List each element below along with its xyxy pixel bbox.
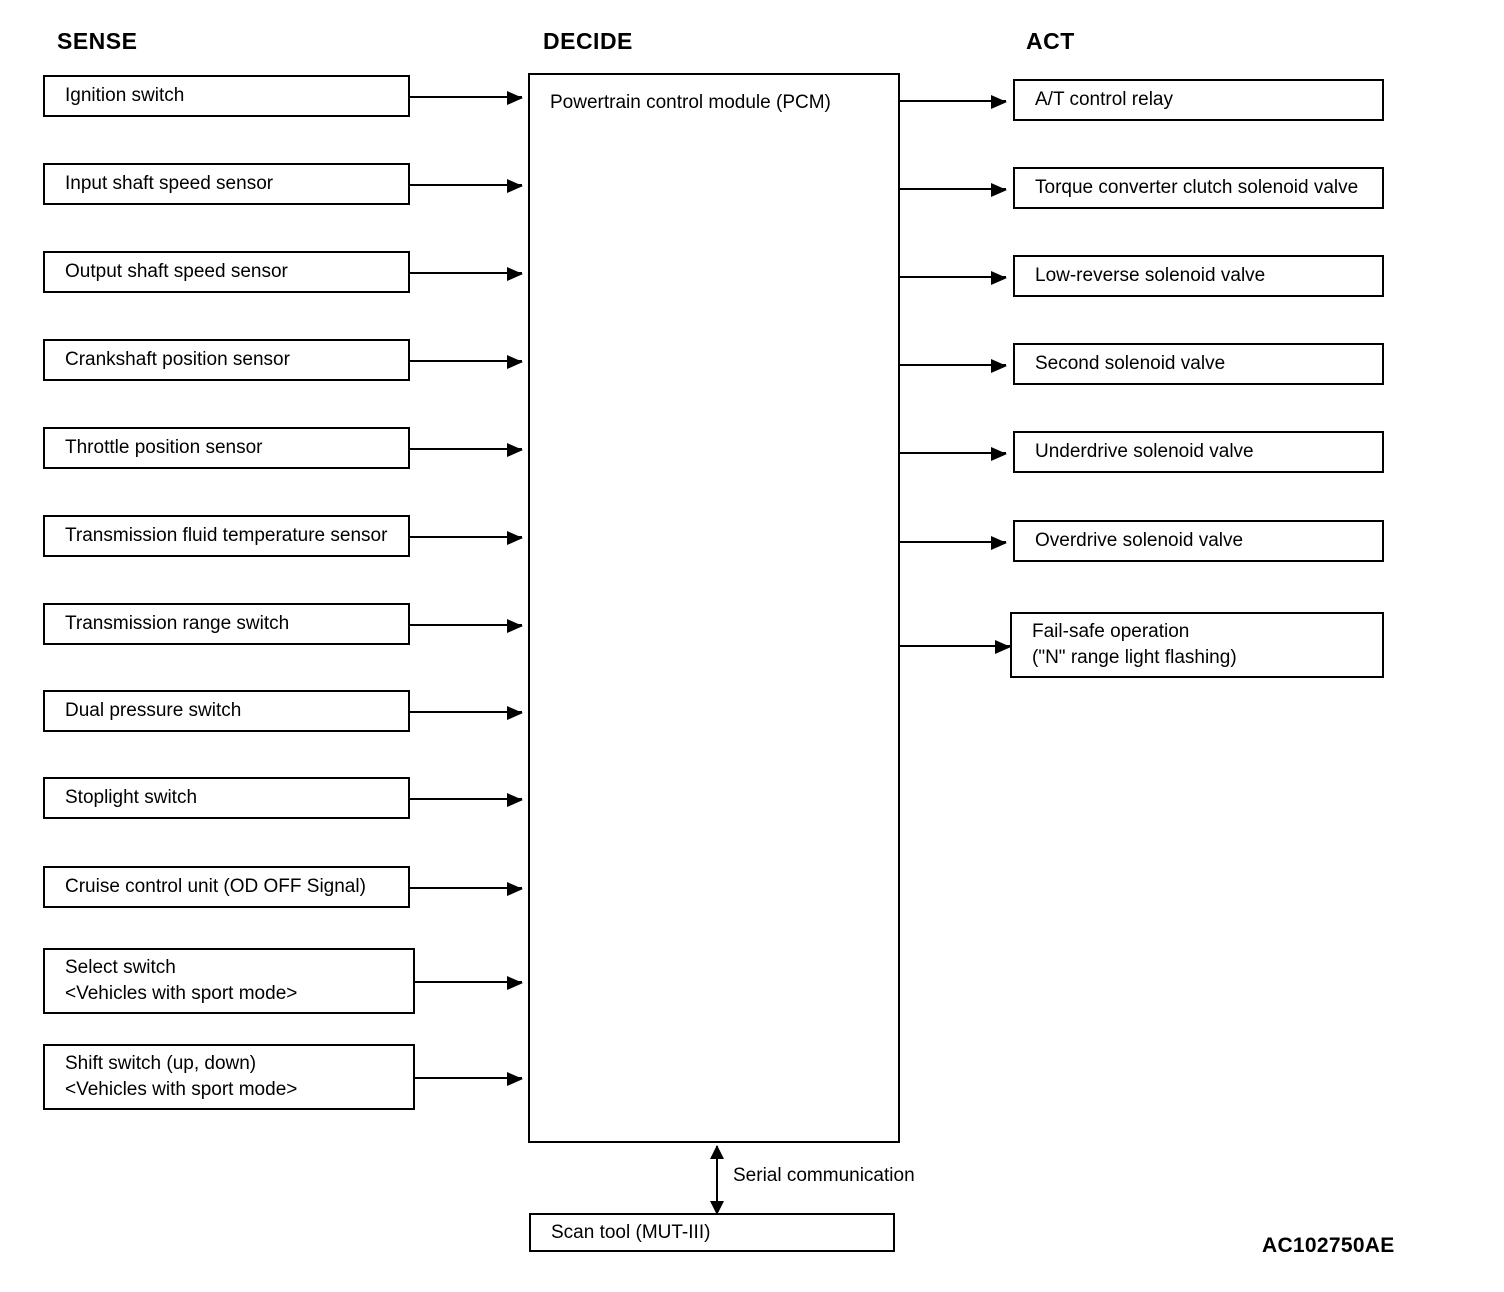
arrow-pcm-to-at-control-relay — [900, 94, 1007, 109]
reference-code: AC102750AE — [1262, 1234, 1395, 1257]
arrow-pcm-to-overdrive-solenoid-valve — [900, 535, 1007, 550]
sense-node-ignition-switch[interactable]: Ignition switch — [43, 75, 410, 117]
sense-node-throttle-position-sensor[interactable]: Throttle position sensor — [43, 427, 410, 469]
act-node-at-control-relay[interactable]: A/T control relay — [1013, 79, 1384, 121]
act-node-low-reverse-solenoid-valve[interactable]: Low-reverse solenoid valve — [1013, 255, 1384, 297]
arrow-pcm-to-underdrive-solenoid-valve — [900, 446, 1007, 461]
node-label: Powertrain control module (PCM) — [550, 92, 831, 113]
act-node-fail-safe-operation[interactable]: Fail-safe operation ("N" range light fla… — [1010, 612, 1384, 678]
sense-node-transmission-fluid-temperature-sensor[interactable]: Transmission fluid temperature sensor — [43, 515, 410, 557]
node-label: Crankshaft position sensor — [65, 349, 290, 370]
node-label: Transmission range switch — [65, 613, 290, 634]
arrow-pcm-to-second-solenoid-valve — [900, 358, 1007, 373]
sense-node-stoplight-switch[interactable]: Stoplight switch — [43, 777, 410, 819]
node-label: Low-reverse solenoid valve — [1035, 265, 1266, 286]
serial-communication-label: Serial communication — [733, 1165, 915, 1186]
arrow-stoplight-switch-to-pcm — [410, 792, 523, 807]
node-label-line-2: <Vehicles with sport mode> — [65, 983, 298, 1004]
node-label: Second solenoid valve — [1035, 353, 1226, 374]
act-node-underdrive-solenoid-valve[interactable]: Underdrive solenoid valve — [1013, 431, 1384, 473]
decide-node-powertrain-control-module[interactable]: Powertrain control module (PCM) — [528, 73, 900, 1143]
sense-node-transmission-range-switch[interactable]: Transmission range switch — [43, 603, 410, 645]
node-label: Overdrive solenoid valve — [1035, 530, 1244, 551]
scan-tool-node[interactable]: Scan tool (MUT-III) — [529, 1213, 895, 1252]
column-heading-decide: DECIDE — [543, 28, 633, 54]
node-label: Output shaft speed sensor — [65, 261, 288, 282]
node-label: Dual pressure switch — [65, 700, 242, 721]
node-label: Transmission fluid temperature sensor — [65, 525, 388, 546]
arrow-throttle-position-sensor-to-pcm — [410, 442, 523, 457]
sense-node-output-shaft-speed-sensor[interactable]: Output shaft speed sensor — [43, 251, 410, 293]
node-label: Cruise control unit (OD OFF Signal) — [65, 876, 366, 897]
act-node-overdrive-solenoid-valve[interactable]: Overdrive solenoid valve — [1013, 520, 1384, 562]
column-heading-act: ACT — [1026, 28, 1075, 54]
node-label: Throttle position sensor — [65, 437, 263, 458]
arrow-shift-switch-to-pcm — [415, 1071, 523, 1086]
arrow-crankshaft-position-sensor-to-pcm — [410, 354, 523, 369]
arrow-transmission-range-switch-to-pcm — [410, 618, 523, 633]
node-label: Stoplight switch — [65, 787, 198, 808]
arrow-input-shaft-speed-sensor-to-pcm — [410, 178, 523, 193]
arrow-pcm-to-torque-converter-clutch-solenoid-valve — [900, 182, 1007, 197]
node-label: Underdrive solenoid valve — [1035, 441, 1254, 462]
arrow-pcm-to-low-reverse-solenoid-valve — [900, 270, 1007, 285]
node-label-line-1: Shift switch (up, down) — [65, 1053, 257, 1074]
arrow-cruise-control-unit-to-pcm — [410, 881, 523, 896]
sense-node-input-shaft-speed-sensor[interactable]: Input shaft speed sensor — [43, 163, 410, 205]
node-label: Scan tool (MUT-III) — [551, 1221, 711, 1243]
node-label: Torque converter clutch solenoid valve — [1035, 177, 1359, 198]
node-label-line-2: ("N" range light flashing) — [1032, 647, 1237, 668]
act-node-torque-converter-clutch-solenoid-valve[interactable]: Torque converter clutch solenoid valve — [1013, 167, 1384, 209]
node-label-line-1: Fail-safe operation — [1032, 621, 1190, 642]
node-label: Ignition switch — [65, 85, 185, 106]
serial-communication-link — [709, 1145, 724, 1215]
arrow-pcm-to-fail-safe-operation — [900, 639, 1011, 654]
arrow-output-shaft-speed-sensor-to-pcm — [410, 266, 523, 281]
column-heading-sense: SENSE — [57, 28, 138, 54]
node-label-line-2: <Vehicles with sport mode> — [65, 1079, 298, 1100]
arrow-transmission-fluid-temperature-sensor-to-pcm — [410, 530, 523, 545]
arrow-ignition-switch-to-pcm — [410, 90, 523, 105]
sense-node-select-switch[interactable]: Select switch <Vehicles with sport mode> — [43, 948, 415, 1014]
sense-node-crankshaft-position-sensor[interactable]: Crankshaft position sensor — [43, 339, 410, 381]
sense-node-cruise-control-unit[interactable]: Cruise control unit (OD OFF Signal) — [43, 866, 410, 908]
node-label-line-1: Select switch — [65, 957, 176, 978]
node-label: A/T control relay — [1035, 89, 1173, 110]
arrow-select-switch-to-pcm — [415, 975, 523, 990]
act-node-second-solenoid-valve[interactable]: Second solenoid valve — [1013, 343, 1384, 385]
sense-node-dual-pressure-switch[interactable]: Dual pressure switch — [43, 690, 410, 732]
node-label: Input shaft speed sensor — [65, 173, 274, 194]
arrow-dual-pressure-switch-to-pcm — [410, 705, 523, 720]
sense-node-shift-switch[interactable]: Shift switch (up, down) <Vehicles with s… — [43, 1044, 415, 1110]
